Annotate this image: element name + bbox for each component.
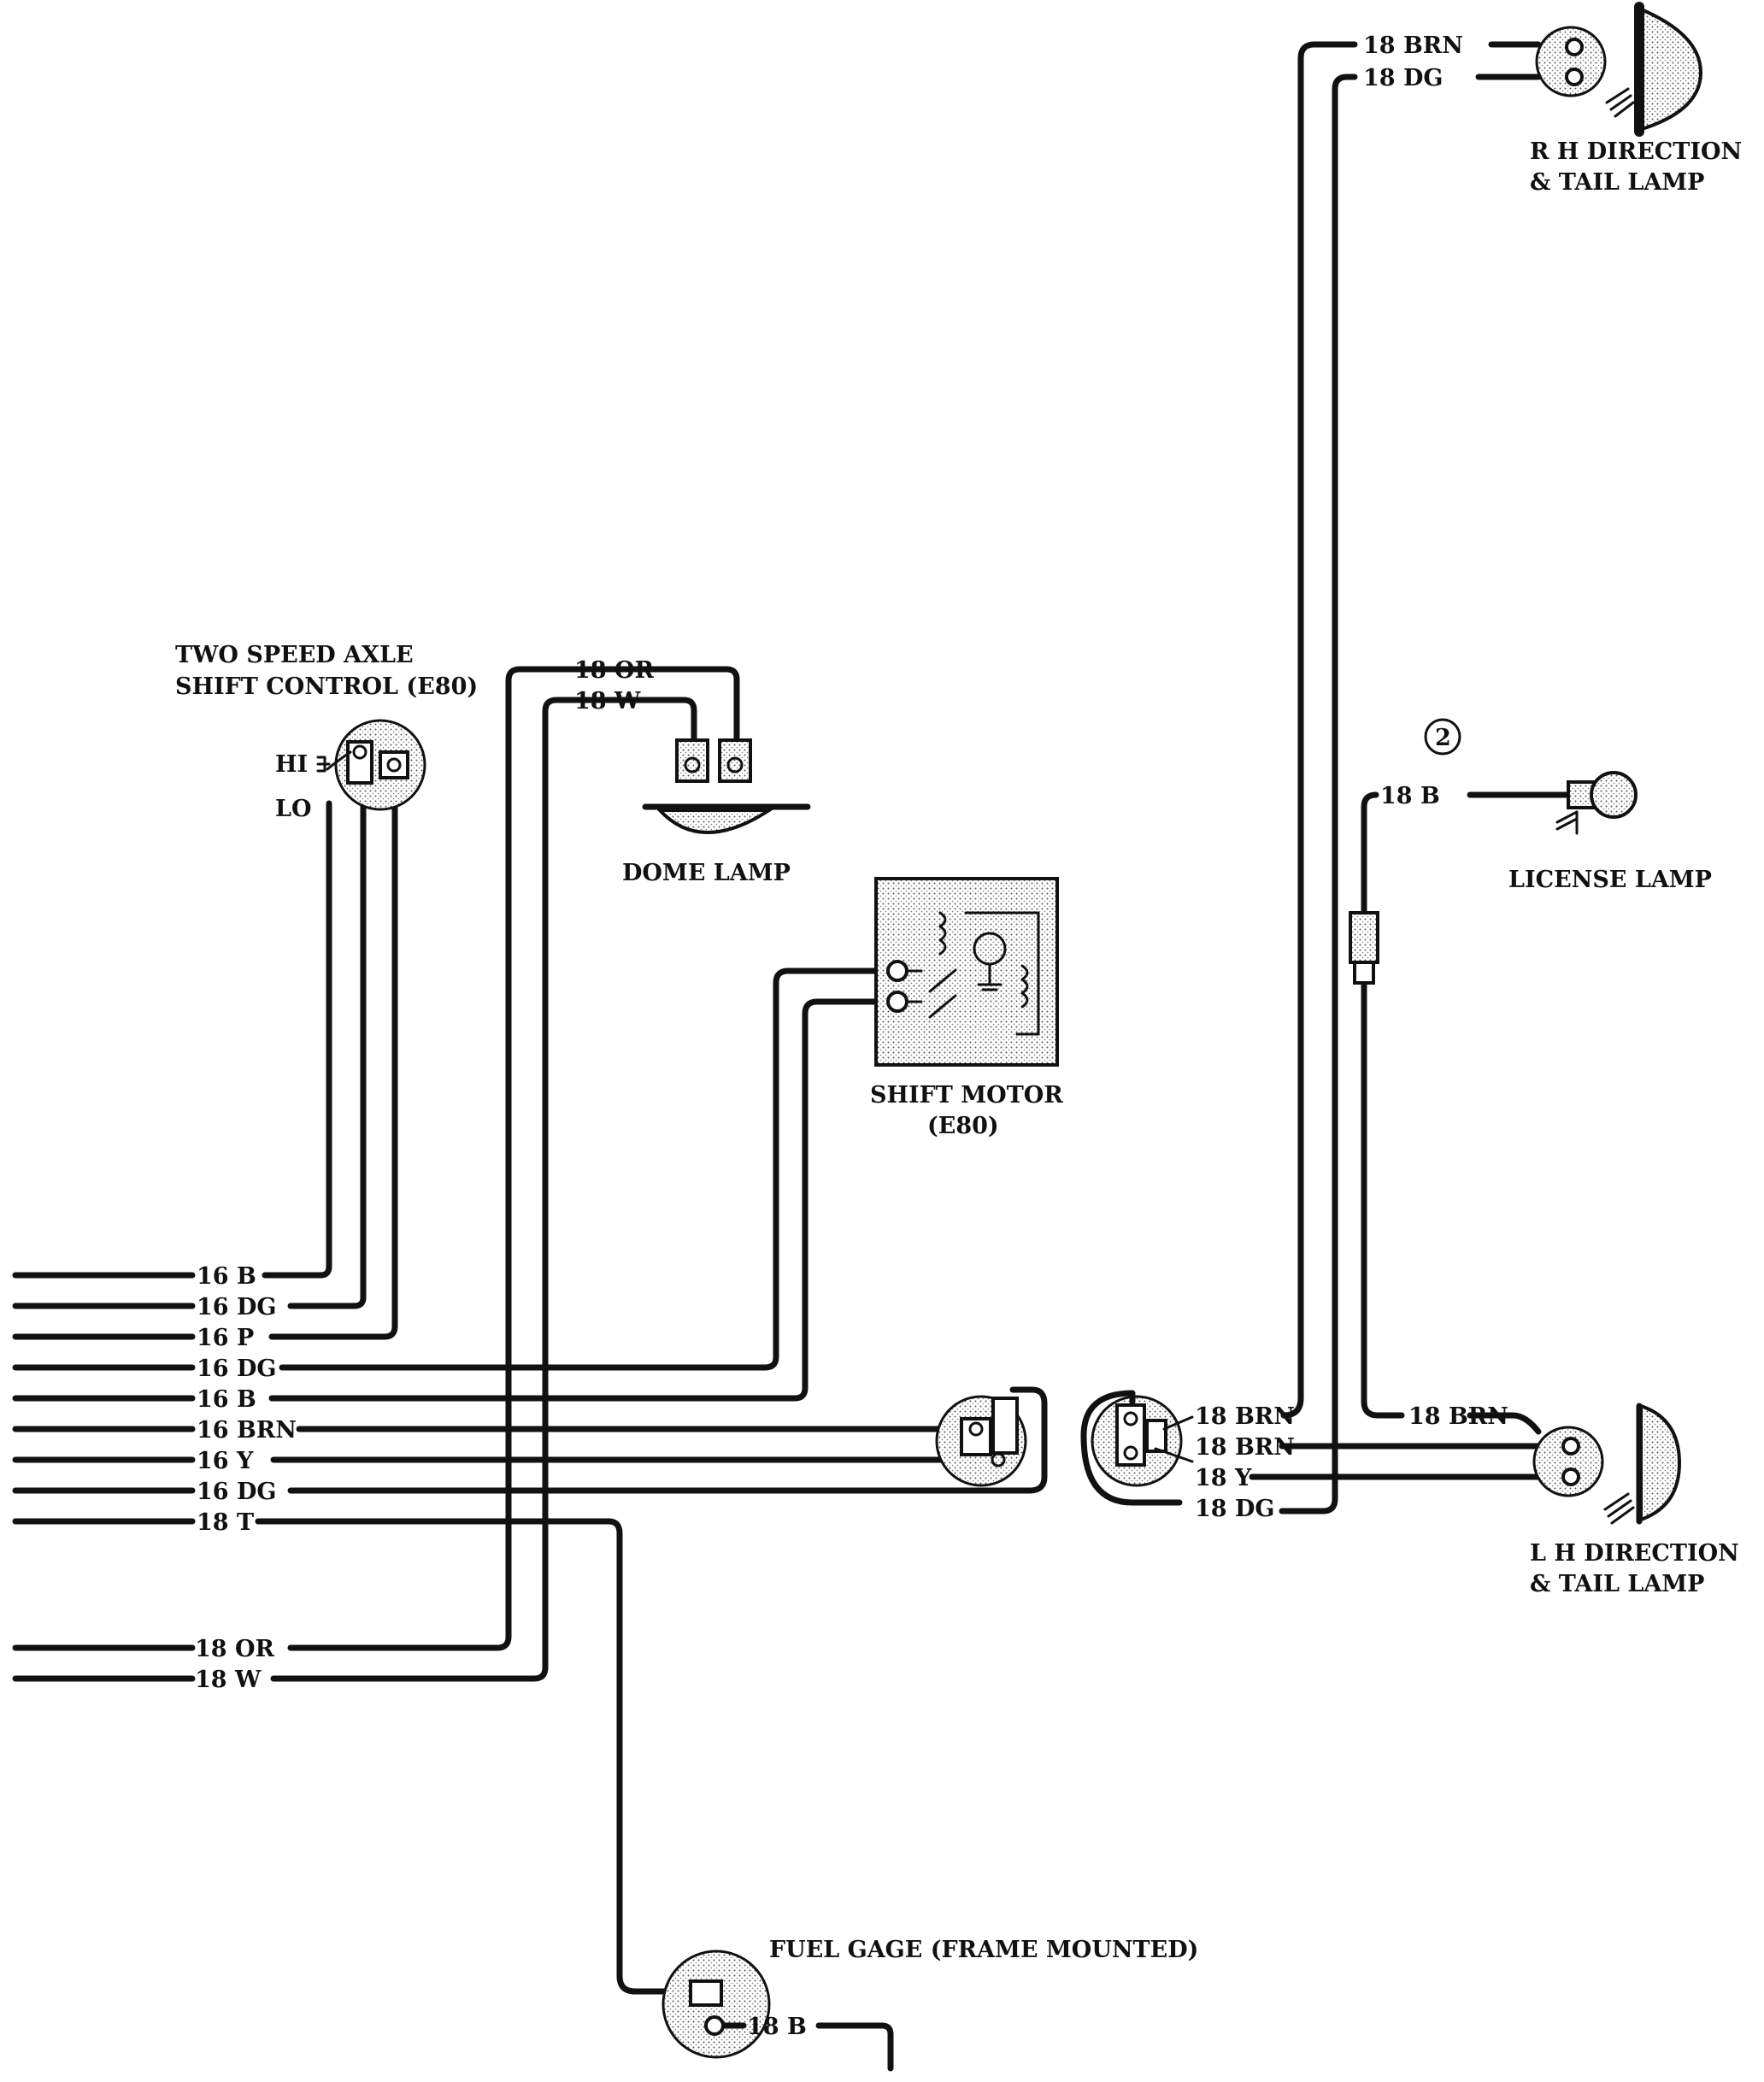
right-connector: 18 BRN 18 BRN 18 Y 18 DG — [1080, 1390, 1295, 1522]
wire-label-16dg: 16 DG — [197, 1294, 276, 1320]
wire-label-18w: 18 W — [195, 1667, 262, 1693]
shift-motor-label-2: (E80) — [927, 1113, 999, 1139]
rc-wire-18brn-1: 18 BRN — [1195, 1403, 1295, 1430]
shift-motor-label: SHIFT MOTOR — [870, 1082, 1063, 1109]
shift-motor-group: SHIFT MOTOR (E80) — [870, 877, 1063, 1139]
wire-label-16y: 16 Y — [197, 1448, 254, 1474]
license-wire-18b: 18 B — [1380, 783, 1440, 809]
dome-lamp-group: 18 OR 18 W DOME LAMP — [565, 657, 811, 886]
note-circle — [1424, 718, 1461, 756]
license-bulb — [1590, 771, 1638, 819]
rh-lamp-label: R H DIRECTION — [1530, 138, 1742, 165]
lh-lamp-label-2: & TAIL LAMP — [1530, 1571, 1704, 1597]
fuel-wire-18b: 18 B — [747, 2014, 807, 2040]
rh-socket — [1535, 26, 1607, 97]
rh-lamp-group: 18 BRN 18 DG R H DIRECTION & TAIL LAMP — [1363, 2, 1742, 196]
note-circle-number: 2 — [1435, 725, 1451, 751]
lh-socket — [1532, 1426, 1604, 1497]
fuel-gage-label: FUEL GAGE (FRAME MOUNTED) — [769, 1937, 1198, 1963]
rh-wire-18dg: 18 DG — [1363, 65, 1443, 91]
left-bundle-labels: 16 B 16 DG 16 P 16 DG 16 B 16 BRN 16 Y 1… — [195, 1263, 297, 1693]
dome-terminal-1 — [675, 738, 709, 783]
fuel-gage-group: FUEL GAGE (FRAME MOUNTED) 18 B — [662, 1937, 1198, 2072]
lh-lens — [1639, 1403, 1682, 1522]
lh-wire-18brn: 18 BRN — [1408, 1403, 1508, 1430]
inline-connector — [1349, 911, 1379, 964]
wire-label-16b: 16 B — [197, 1263, 256, 1290]
rh-wire-18brn: 18 BRN — [1363, 32, 1463, 59]
dome-terminal-2 — [718, 738, 752, 783]
license-lamp-label: LICENSE LAMP — [1508, 867, 1712, 893]
axle-terminal-1 — [346, 740, 373, 785]
wire-label-16p: 16 P — [197, 1325, 254, 1351]
wire-label-16brn: 16 BRN — [197, 1417, 297, 1444]
bundle-routing — [255, 666, 1048, 1995]
lh-lamp-group: 18 BRN L H DIRECTION & TAIL LAMP — [1408, 1403, 1739, 1597]
dome-wire-18w: 18 W — [574, 688, 641, 715]
inline-connector-plug — [1353, 961, 1375, 985]
rh-lens — [1638, 5, 1703, 132]
axle-title-2: SHIFT CONTROL (E80) — [175, 673, 478, 700]
right-side-routing — [1249, 41, 1555, 1514]
rc-wire-18brn-2: 18 BRN — [1195, 1434, 1295, 1461]
rh-lamp-label-2: & TAIL LAMP — [1530, 169, 1704, 196]
dome-lens — [656, 809, 775, 834]
left-bundle-lines — [12, 1272, 196, 1682]
wire-label-16dg-3: 16 DG — [197, 1479, 276, 1505]
wire-label-16dg-2: 16 DG — [197, 1356, 276, 1382]
dome-lamp-label: DOME LAMP — [622, 860, 791, 886]
license-lamp-group: 2 18 B LICENSE LAMP — [1380, 718, 1712, 893]
center-connector — [935, 1395, 1027, 1487]
wire-label-18or: 18 OR — [195, 1636, 274, 1662]
dome-wire-18or: 18 OR — [574, 657, 654, 684]
axle-hi-label: HI — [275, 751, 308, 778]
wire-label-18t: 18 T — [197, 1509, 254, 1536]
axle-title: TWO SPEED AXLE — [175, 642, 414, 668]
rc-wire-18dg: 18 DG — [1195, 1496, 1274, 1522]
two-speed-axle-shift-control: TWO SPEED AXLE SHIFT CONTROL (E80) HI LO — [175, 642, 478, 822]
wire-label-16b-2: 16 B — [197, 1386, 256, 1413]
lh-lamp-label: L H DIRECTION — [1530, 1540, 1739, 1567]
axle-lo-label: LO — [275, 796, 312, 822]
rc-wire-18y: 18 Y — [1195, 1465, 1252, 1491]
axle-terminal-2 — [379, 750, 409, 779]
